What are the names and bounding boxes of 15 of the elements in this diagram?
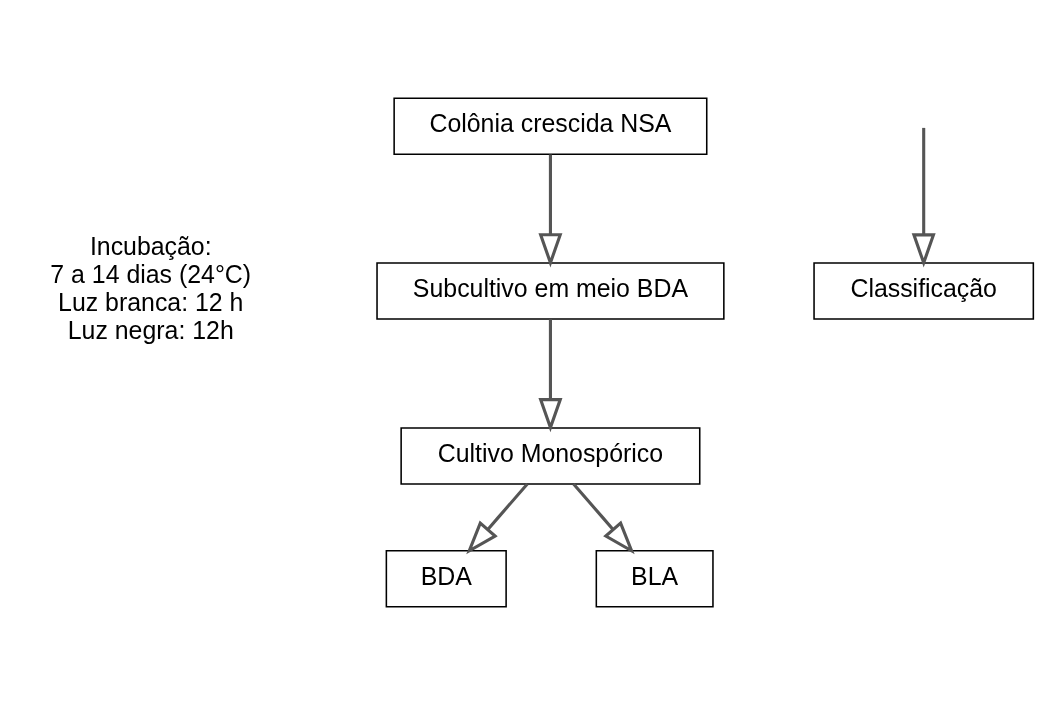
arrow [466,482,529,554]
node-box: BLA [595,549,714,608]
arrow [572,482,635,554]
arrow [538,153,563,267]
label: Luz negra: 12h [67,315,234,344]
label: Luz branca: 12 h [58,287,244,316]
arrow [911,127,936,268]
node-box: BDA [385,549,507,608]
node-box: Subcultivo em meio BDA [376,261,725,320]
node-box: Classificação [813,261,1035,320]
label: Incubação: [89,231,212,260]
arrow [538,318,563,432]
label: 7 a 14 dias (24°C) [50,259,252,288]
node-box: Cultivo Monospórico [400,426,701,485]
node-box: Colônia crescida NSA [393,96,708,155]
